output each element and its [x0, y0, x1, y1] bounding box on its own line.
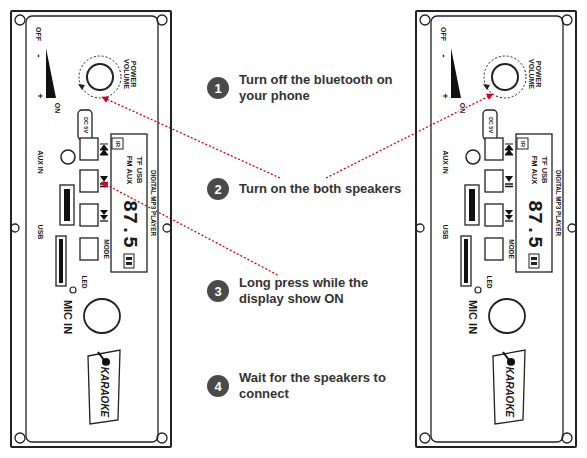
frequency-readout: 87.5: [119, 199, 139, 249]
minus-sign: -: [439, 53, 449, 58]
jack-label: AUX IN: [37, 149, 44, 175]
callout-number: 2: [214, 182, 221, 197]
socket-label: DC 5V: [82, 116, 88, 134]
plus-sign: +: [440, 92, 449, 99]
badge-label: KARAOKE: [99, 366, 109, 419]
step-number-circle: 2: [207, 178, 229, 200]
step-text: Long press while the display show ON: [239, 275, 409, 307]
on-label: ON: [459, 102, 466, 115]
callout-number: 3: [214, 284, 221, 299]
step-item: 1 Turn off the bluetooth on your phone: [207, 72, 409, 104]
socket-label: DC 5V: [487, 116, 493, 134]
step-item: 3 Long press while the display show ON: [207, 275, 409, 307]
led-label: LED: [486, 275, 493, 290]
ir-label: IR: [520, 140, 526, 148]
button-label: MODE: [508, 238, 515, 260]
led-label: LED: [81, 275, 88, 290]
callout-number: 1: [214, 81, 221, 96]
port-label: USB: [37, 224, 44, 241]
jack-label: AUX IN: [442, 149, 449, 175]
mode-label: TF USB: [540, 155, 548, 184]
step-number-circle: 1: [207, 77, 229, 99]
device-label: DIGITAL MP3 PLAYER: [150, 169, 156, 237]
ir-label: IR: [115, 140, 121, 148]
mode-label: FM AUX: [125, 155, 133, 185]
step-number-circle: 4: [207, 375, 229, 397]
step-text: Wait for the speakers to connect: [239, 370, 409, 402]
step-text: Turn on the both speakers: [239, 181, 401, 197]
socket-label: MIC IN: [62, 299, 73, 335]
callout-number: 4: [214, 379, 221, 394]
knob-label: POWER VOLUME: [528, 56, 542, 92]
on-label: ON: [54, 102, 61, 115]
step-item: 2 Turn on the both speakers: [207, 178, 401, 200]
port-label: USB: [442, 224, 449, 241]
speaker-panel: OFF - + ON POWER VOLUME DC 5V AUX IN IR TF USBFM…: [10, 10, 172, 448]
step-item: 4 Wait for the speakers to connect: [207, 370, 409, 402]
speaker-panel: OFF - + ON POWER VOLUME DC 5V AUX IN IR TF USBFM…: [415, 10, 577, 448]
pointer-line: [326, 94, 493, 178]
mode-label: FM AUX: [530, 155, 538, 185]
mode-label: TF USB: [135, 155, 143, 184]
plus-sign: +: [35, 92, 44, 99]
off-label: OFF: [35, 26, 42, 42]
step-number-circle: 3: [207, 280, 229, 302]
badge-label: KARAOKE: [504, 366, 514, 419]
minus-sign: -: [34, 53, 44, 58]
socket-label: MIC IN: [467, 299, 478, 335]
off-label: OFF: [440, 26, 447, 42]
step-text: Turn off the bluetooth on your phone: [239, 72, 409, 104]
button-label: MODE: [103, 238, 110, 260]
device-label: DIGITAL MP3 PLAYER: [555, 169, 561, 237]
frequency-readout: 87.5: [524, 199, 544, 249]
knob-label: POWER VOLUME: [123, 56, 137, 92]
